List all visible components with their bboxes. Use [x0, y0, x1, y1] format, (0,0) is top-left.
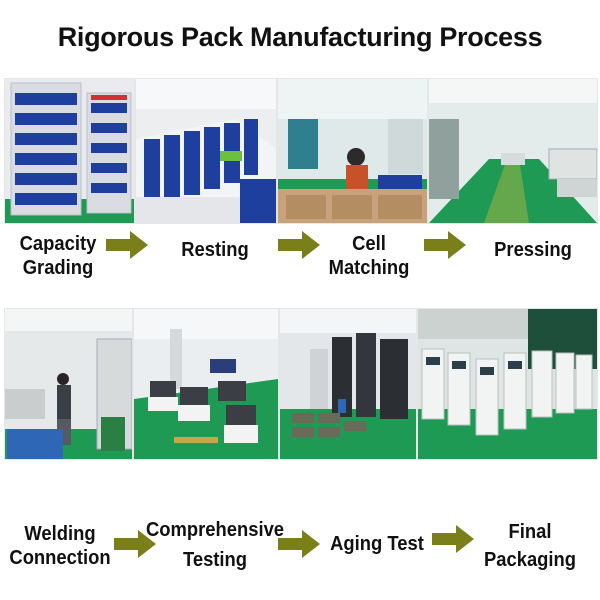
step-label-line2: Connection — [9, 547, 111, 569]
step-label-line1: Pressing — [494, 239, 572, 261]
cell-matching-photo — [277, 78, 428, 224]
step-label-line1: Aging Test — [330, 533, 424, 555]
step-welding-connection: Welding Connection — [8, 522, 111, 570]
capacity-grading-photo — [4, 78, 135, 224]
step-pressing: Pressing — [482, 238, 583, 262]
arrow-icon — [106, 231, 148, 259]
step-label-line1: Final — [508, 521, 552, 543]
step-label-line1: Capacity — [19, 233, 97, 255]
pressing-photo — [428, 78, 598, 224]
welding-connection-photo — [4, 308, 133, 460]
page-title: Rigorous Pack Manufacturing Process — [57, 22, 543, 52]
step-resting: Resting — [169, 238, 261, 262]
step-label-line2: Testing — [182, 549, 248, 571]
step-label-line1: Welding — [24, 523, 96, 545]
step-aging-test: Aging Test — [323, 532, 432, 556]
step-label-line1: Resting — [181, 239, 249, 261]
step-label-line1: Cell — [352, 233, 386, 255]
step-label-line2: Matching — [328, 257, 410, 279]
step-label-line1: Comprehensive — [146, 519, 285, 541]
step-final-packaging: Final Packaging — [477, 520, 584, 572]
arrow-icon — [432, 525, 474, 553]
comprehensive-testing-photo — [133, 308, 279, 460]
resting-photo — [135, 78, 277, 224]
aging-test-photo — [279, 308, 417, 460]
arrow-icon — [278, 231, 320, 259]
step-capacity-grading: Capacity Grading — [6, 232, 109, 280]
arrow-icon — [278, 530, 320, 558]
step-label-line2: Grading — [22, 257, 94, 279]
arrow-icon — [424, 231, 466, 259]
arrow-icon — [114, 530, 156, 558]
final-packaging-photo — [417, 308, 598, 460]
step-comprehensive-testing: Comprehensive Testing — [146, 518, 284, 572]
step-label-line2: Packaging — [483, 549, 577, 571]
step-cell-matching: Cell Matching — [322, 232, 416, 280]
